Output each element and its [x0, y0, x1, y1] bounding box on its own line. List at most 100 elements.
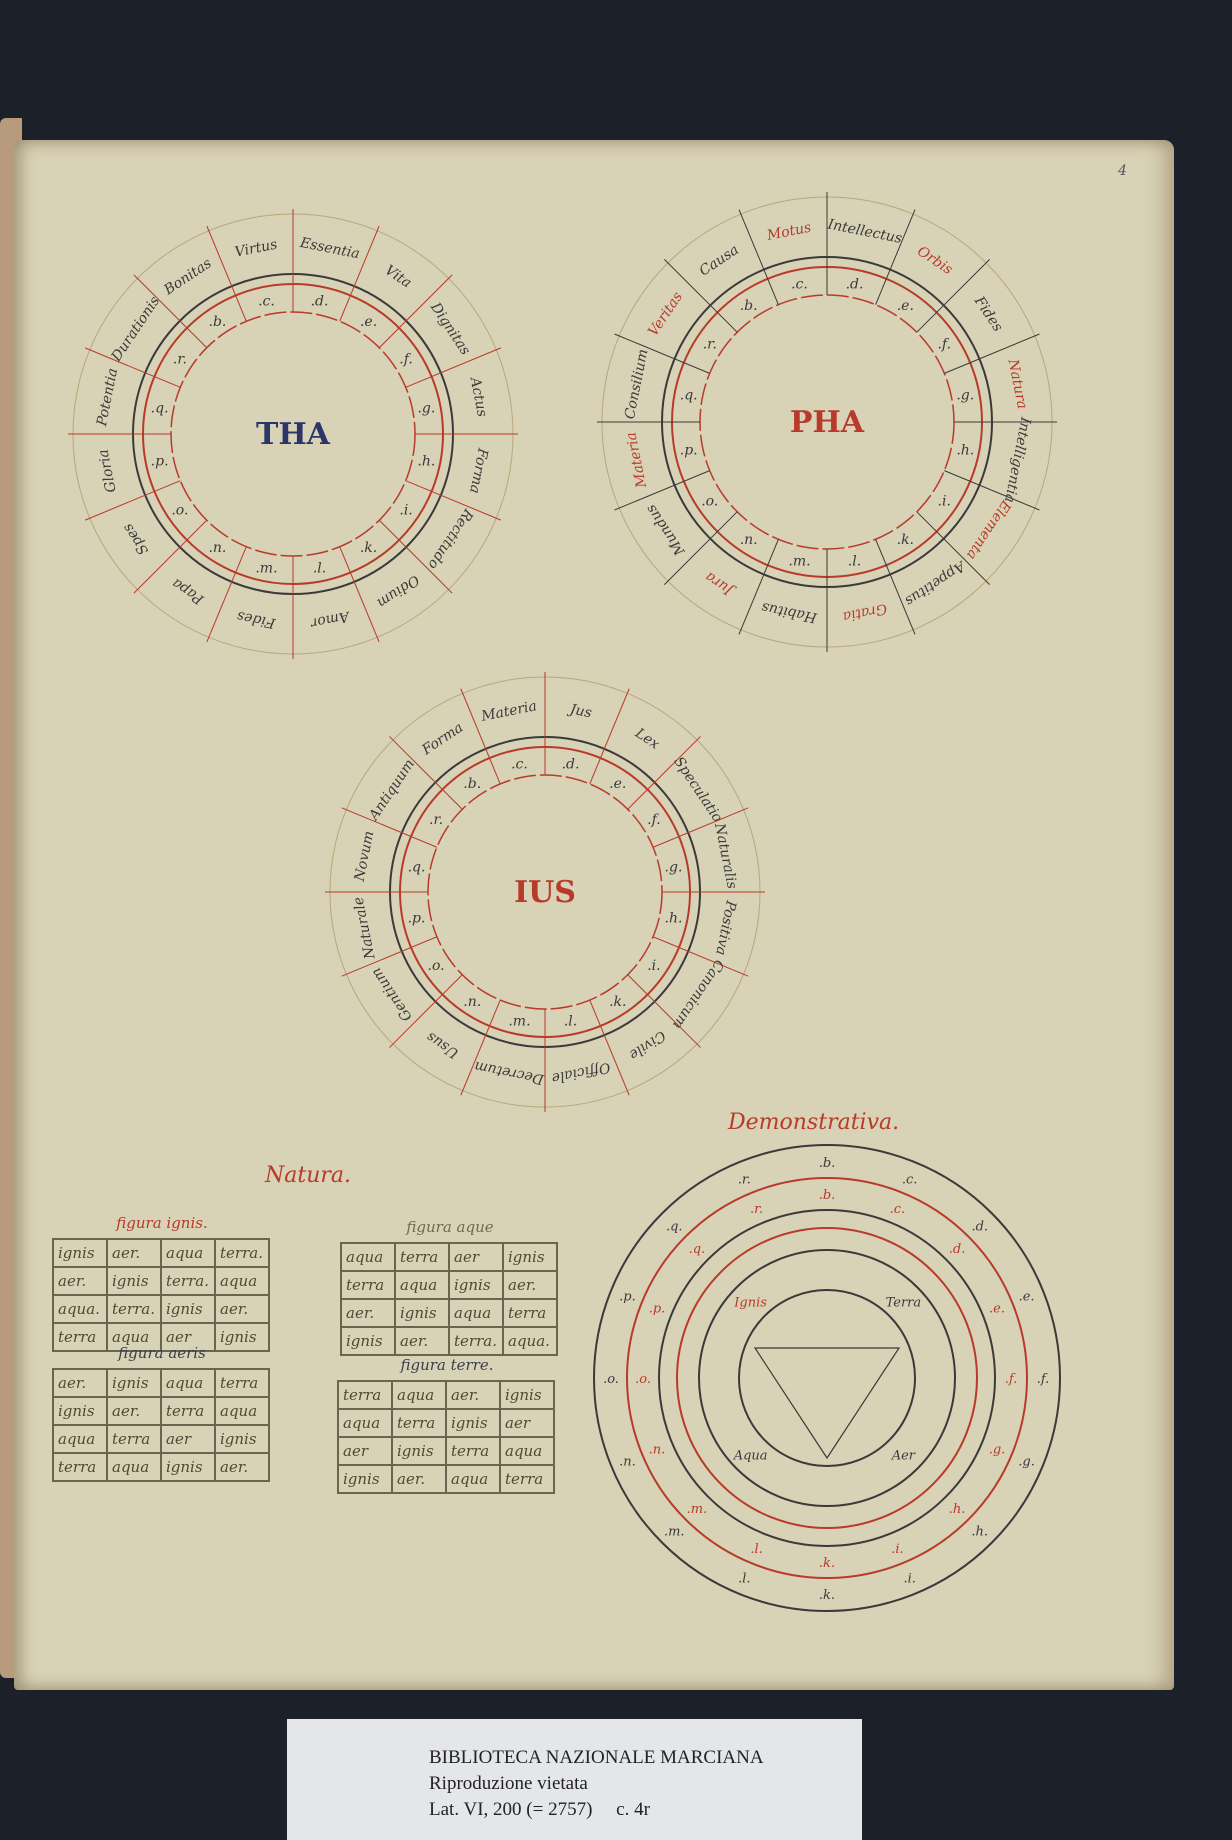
- circle-letter: .l.: [848, 553, 861, 569]
- table-cell: aqua: [340, 1242, 396, 1272]
- table-cell: aqua: [160, 1238, 216, 1268]
- label-library: BIBLIOTECA NAZIONALE MARCIANA: [429, 1747, 764, 1768]
- circle-word: Civile: [626, 1027, 668, 1063]
- table-cell: aer.: [214, 1452, 270, 1482]
- ring-letter: .k.: [819, 1588, 835, 1603]
- divider-line: [378, 274, 453, 349]
- table-cell: aer.: [106, 1238, 162, 1268]
- divider-line: [589, 999, 630, 1096]
- circle-word: Fides: [970, 293, 1005, 335]
- circle-2: .b.Causa.c.Motus.d.Intellectus.e.Orbis.f…: [597, 192, 1057, 652]
- circle-word: Naturalis: [711, 821, 740, 890]
- table-cell: aer.: [52, 1266, 108, 1296]
- table-cell: aer.: [214, 1294, 270, 1324]
- circle-word: Actus: [466, 374, 490, 418]
- ring-letter: .g.: [989, 1442, 1006, 1457]
- table-cell: aqua: [160, 1368, 216, 1398]
- table-cell: ignis: [106, 1266, 162, 1296]
- circle-letter: .n.: [463, 994, 481, 1010]
- divider-line: [84, 347, 181, 388]
- table-caption: figura ignis.: [116, 1214, 208, 1232]
- ring-letter: .n.: [649, 1442, 666, 1457]
- table-cell: aqua.: [52, 1294, 108, 1324]
- element-word: Ignis: [733, 1296, 767, 1311]
- ring-letter: .f.: [1037, 1372, 1050, 1387]
- divider-line: [460, 999, 501, 1096]
- divider-line: [339, 225, 380, 322]
- divider-line: [944, 333, 1040, 374]
- ring-letter: .h.: [971, 1525, 988, 1540]
- circle-word: Veritas: [645, 289, 686, 339]
- circle-word: Vita: [382, 262, 414, 291]
- divider-line: [339, 546, 380, 643]
- circle-letter: .b.: [463, 776, 481, 792]
- table-cell: terra: [445, 1436, 501, 1466]
- circle-letter: .c.: [791, 277, 808, 293]
- divider-line: [206, 546, 247, 643]
- circle-word: Elementa: [963, 496, 1014, 562]
- circle-word: Habitus: [760, 599, 819, 626]
- divider-line: [875, 539, 916, 635]
- circle-word: Natura: [1004, 357, 1030, 410]
- ring-letter: .e.: [989, 1302, 1005, 1317]
- circle-letter: .e.: [897, 298, 914, 314]
- ring-letter: .f.: [1005, 1372, 1018, 1387]
- ring-letter: .d.: [949, 1242, 966, 1257]
- divider-line: [341, 807, 438, 848]
- table-cell: ignis: [106, 1368, 162, 1398]
- circle-word: Materia: [623, 431, 650, 490]
- circle-word: Forma: [466, 446, 491, 495]
- table-cell: aer: [160, 1424, 216, 1454]
- table-cell: aer.: [445, 1380, 501, 1410]
- table-cell: aqua: [214, 1396, 270, 1426]
- divider-line: [664, 511, 738, 585]
- circle-word: Positiva: [712, 898, 739, 956]
- table-cell: aer: [337, 1436, 393, 1466]
- table-caption: figura aeris: [118, 1344, 206, 1362]
- circle-letter: .k.: [360, 540, 377, 556]
- ring: [658, 1209, 996, 1547]
- table-cell: terra: [106, 1424, 162, 1454]
- ring-letter: .b.: [819, 1188, 836, 1203]
- folio-number: 4: [1118, 163, 1127, 179]
- ring-letter: .i.: [903, 1572, 915, 1587]
- circle-letter: .i.: [647, 958, 660, 974]
- table-cell: aqua: [445, 1464, 501, 1494]
- circle-word: Gloria: [96, 448, 120, 494]
- table-cell: aqua: [448, 1298, 504, 1328]
- table-cell: terra.: [448, 1326, 504, 1356]
- table-cell: ignis: [52, 1396, 108, 1426]
- circle-letter: .b.: [209, 314, 227, 330]
- divider-line: [738, 209, 779, 305]
- circle-3: .b.Forma.c.Materia.d.Jus.e.Lex.f.Specula…: [325, 672, 765, 1112]
- circle-word: Forma: [418, 720, 466, 759]
- circle-word: Potentia: [94, 367, 121, 429]
- circle-word: Intelligentia: [1001, 415, 1034, 504]
- divider-line: [944, 470, 1040, 511]
- circle-word: Dignitas: [426, 299, 473, 358]
- natura-title: Natura.: [265, 1163, 352, 1188]
- divider-line: [614, 333, 710, 374]
- circle-word: Canonicum: [669, 956, 727, 1032]
- table-cell: ignis: [52, 1238, 108, 1268]
- ring-letter: .e.: [1019, 1289, 1035, 1304]
- divider-line: [627, 736, 701, 810]
- ring-letter: .b.: [819, 1156, 836, 1171]
- circle-word: Essentia: [298, 235, 361, 263]
- table-cell: ignis: [448, 1270, 504, 1300]
- circle-letter: .r.: [173, 351, 187, 367]
- circle-word: Naturale: [351, 895, 379, 961]
- ring: [676, 1227, 978, 1529]
- table-cell: terra: [337, 1380, 393, 1410]
- circle-letter: .h.: [956, 443, 974, 459]
- circle-letter: .g.: [665, 859, 683, 875]
- ring-letter: .q.: [689, 1242, 706, 1257]
- divider-line: [341, 936, 438, 977]
- circle-1: .b.Bonitas.c.Virtus.d.Essentia.e.Vita.f.…: [68, 209, 518, 659]
- table-cell: aer.: [394, 1326, 450, 1356]
